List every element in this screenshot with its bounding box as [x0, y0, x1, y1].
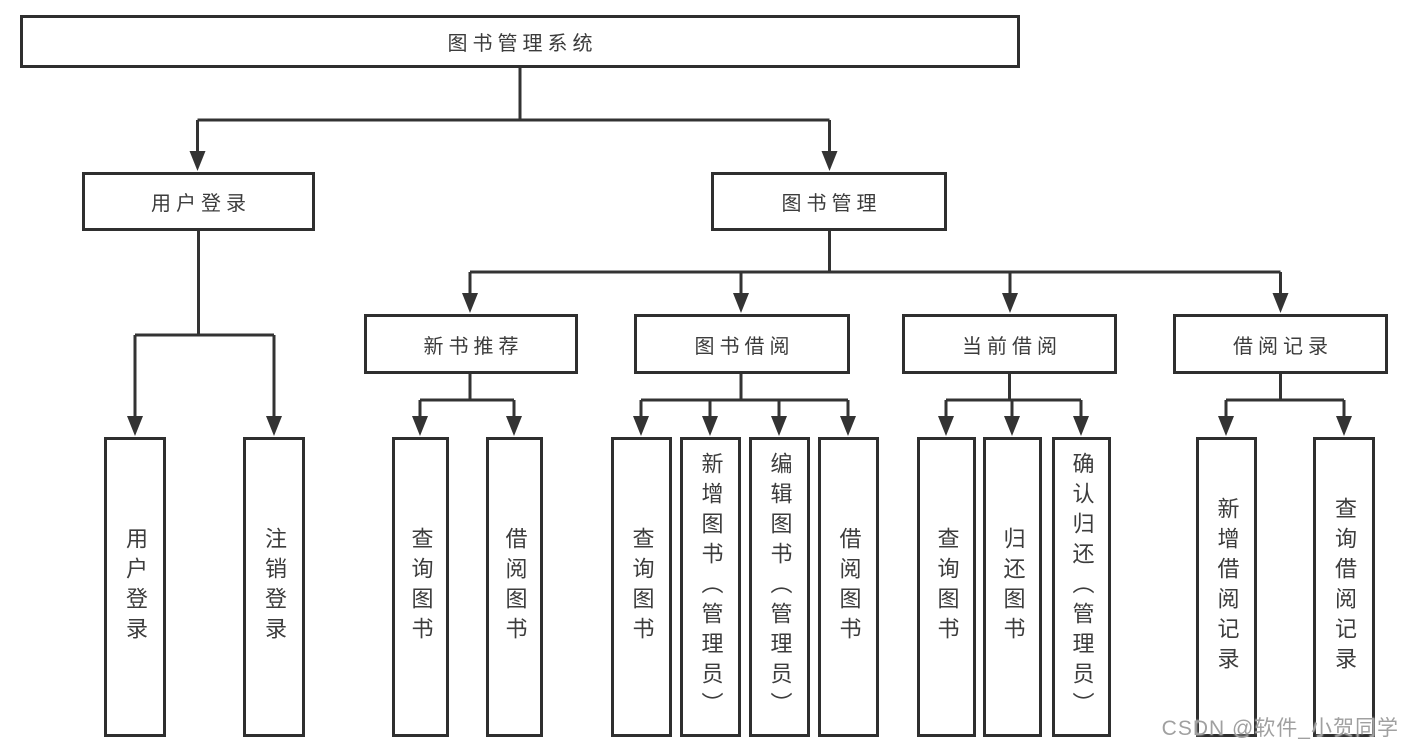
connector-book-mgmt-to-level3: [462, 231, 1289, 313]
leaf-add-borrow-record: 新增借阅记录: [1196, 437, 1257, 737]
leaf-edit-book-admin: 编辑图书（管理员）: [749, 437, 810, 737]
leaf-new-book-query-label: 查询图书: [408, 527, 434, 647]
leaf-add-borrow-record-label: 新增借阅记录: [1214, 497, 1240, 677]
leaf-confirm-return-admin-label: 确认归还（管理员）: [1069, 452, 1095, 722]
leaf-query-borrow-record-label: 查询借阅记录: [1332, 497, 1357, 677]
leaf-borrow-query-label: 查询图书: [629, 527, 655, 647]
leaf-borrow-book-label: 借阅图书: [836, 527, 862, 647]
node-root: 图书管理系统: [20, 15, 1020, 68]
leaf-borrow-book: 借阅图书: [818, 437, 879, 737]
node-current-borrow: 当前借阅: [902, 314, 1117, 374]
leaf-borrow-query: 查询图书: [611, 437, 672, 737]
connector-book-borrow-to-leaves: [633, 374, 856, 436]
node-book-mgmt-label: 图书管理: [781, 193, 882, 215]
leaf-confirm-return-admin: 确认归还（管理员）: [1052, 437, 1111, 737]
leaf-user-login-label: 用户登录: [123, 527, 148, 647]
leaf-new-book-borrow-label: 借阅图书: [502, 527, 528, 647]
leaf-new-book-query: 查询图书: [392, 437, 449, 737]
node-user-login: 用户登录: [82, 172, 315, 231]
leaf-add-book-admin-label: 新增图书（管理员）: [698, 452, 724, 722]
connector-borrow-record-to-leaves: [1218, 374, 1352, 436]
node-new-book-rec: 新书推荐: [364, 314, 578, 374]
leaf-user-login: 用户登录: [104, 437, 166, 737]
node-user-login-label: 用户登录: [151, 193, 251, 215]
leaf-add-book-admin: 新增图书（管理员）: [680, 437, 741, 737]
leaf-logout: 注销登录: [243, 437, 305, 737]
leaf-return-book: 归还图书: [983, 437, 1042, 737]
node-borrow-records: 借阅记录: [1173, 314, 1388, 374]
node-book-borrow: 图书借阅: [634, 314, 850, 374]
leaf-query-borrow-record: 查询借阅记录: [1313, 437, 1375, 737]
connector-user-login-to-leaves: [127, 231, 282, 436]
node-current-borrow-label: 当前借阅: [962, 335, 1062, 358]
leaf-current-query-label: 查询图书: [934, 527, 960, 647]
watermark: CSDN @软件_小贺同学: [1161, 717, 1399, 740]
leaf-new-book-borrow: 借阅图书: [486, 437, 543, 737]
node-borrow-records-label: 借阅记录: [1233, 335, 1333, 358]
node-new-book-rec-label: 新书推荐: [423, 335, 524, 358]
node-root-label: 图书管理系统: [447, 33, 598, 55]
leaf-edit-book-admin-label: 编辑图书（管理员）: [767, 452, 793, 722]
leaf-return-book-label: 归还图书: [1000, 527, 1026, 647]
connector-current-borrow-to-leaves: [938, 374, 1089, 436]
node-book-mgmt: 图书管理: [711, 172, 947, 231]
connector-new-book-to-leaves: [412, 374, 522, 436]
connector-root-to-level2: [189, 68, 838, 171]
node-book-borrow-label: 图书借阅: [694, 335, 795, 358]
leaf-current-query: 查询图书: [917, 437, 976, 737]
leaf-logout-label: 注销登录: [262, 527, 287, 647]
